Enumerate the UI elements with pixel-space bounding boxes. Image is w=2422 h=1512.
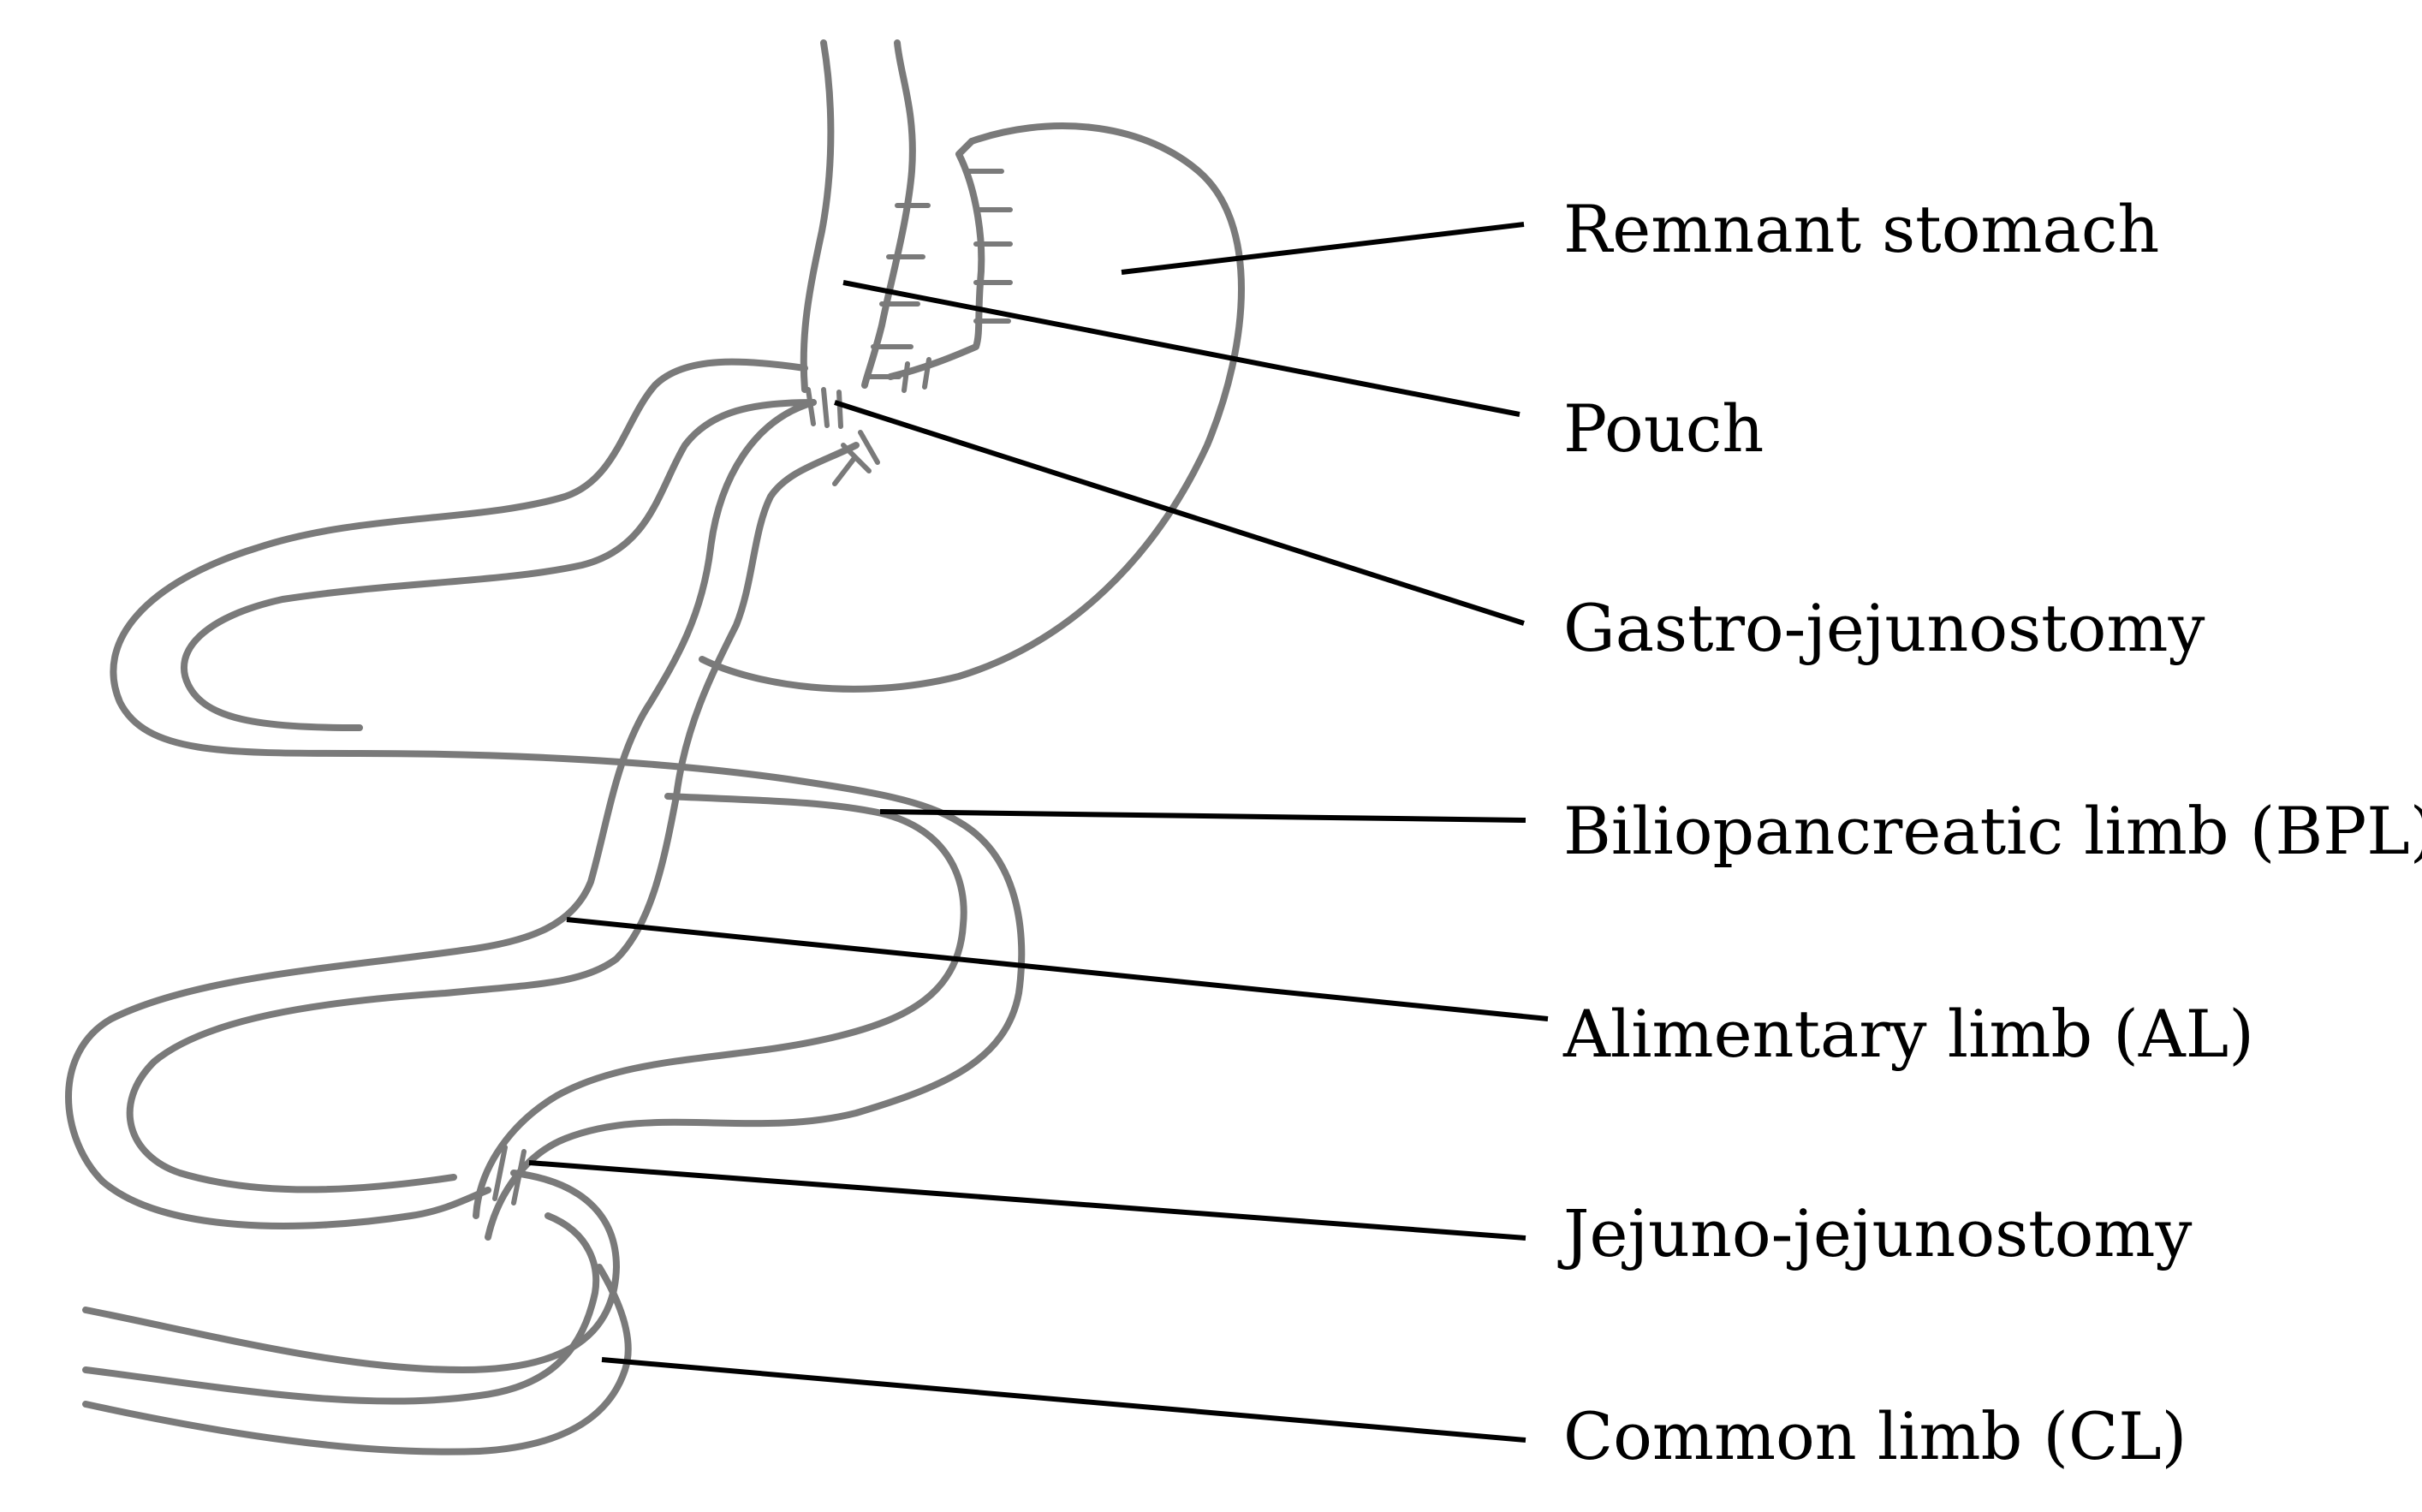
leader-alimentary-limb [566, 917, 1549, 1021]
remnant-stomach-outline [699, 122, 1245, 693]
label-common-limb: Common limb (CL) [1563, 1398, 2187, 1474]
leader-jejuno-jejunostomy [528, 1160, 1526, 1241]
labels: Remnant stomach Pouch Gastro-jejunostomy… [1557, 191, 2422, 1474]
leader-gastro-jejunostomy [834, 400, 1525, 626]
alimentary-limb [65, 399, 860, 1229]
label-jejuno-jejunostomy: Jejuno-jejunostomy [1557, 1195, 2192, 1271]
remnant-staple-line [902, 169, 1013, 393]
leader-remnant-stomach [1121, 222, 1525, 275]
jejuno-jejunostomy [492, 1145, 527, 1205]
leader-pouch [842, 280, 1520, 417]
bpl-outer-wall [110, 358, 1026, 1241]
al-left-wall [65, 399, 817, 1229]
label-alimentary-limb: Alimentary limb (AL) [1562, 996, 2254, 1072]
leader-lines [528, 222, 1549, 1443]
cl-lower-wall [82, 1212, 600, 1405]
common-limb [82, 1170, 632, 1455]
biliopancreatic-limb [110, 358, 1026, 1241]
bpl-lower-inner-wall [473, 793, 967, 1219]
pouch-staple-line [864, 203, 931, 379]
label-biliopancreatic-limb: Biliopancreatic limb (BPL) [1563, 793, 2422, 869]
al-right-wall [126, 442, 860, 1194]
label-gastro-jejunostomy: Gastro-jejunostomy [1563, 590, 2205, 666]
remnant-stomach [699, 122, 1245, 693]
cl-upper-wall [82, 1170, 620, 1373]
label-remnant-stomach: Remnant stomach [1563, 191, 2159, 267]
leader-common-limb [601, 1357, 1526, 1443]
esophagus-right-wall [861, 39, 916, 389]
leader-biliopancreatic-limb [879, 809, 1526, 823]
cl-inner-curve [82, 1264, 632, 1455]
label-pouch: Pouch [1563, 390, 1764, 467]
esophagus-left-wall [800, 39, 835, 393]
jj-staples [492, 1145, 527, 1205]
pouch [800, 39, 931, 393]
bpl-inner-wall [181, 399, 817, 731]
